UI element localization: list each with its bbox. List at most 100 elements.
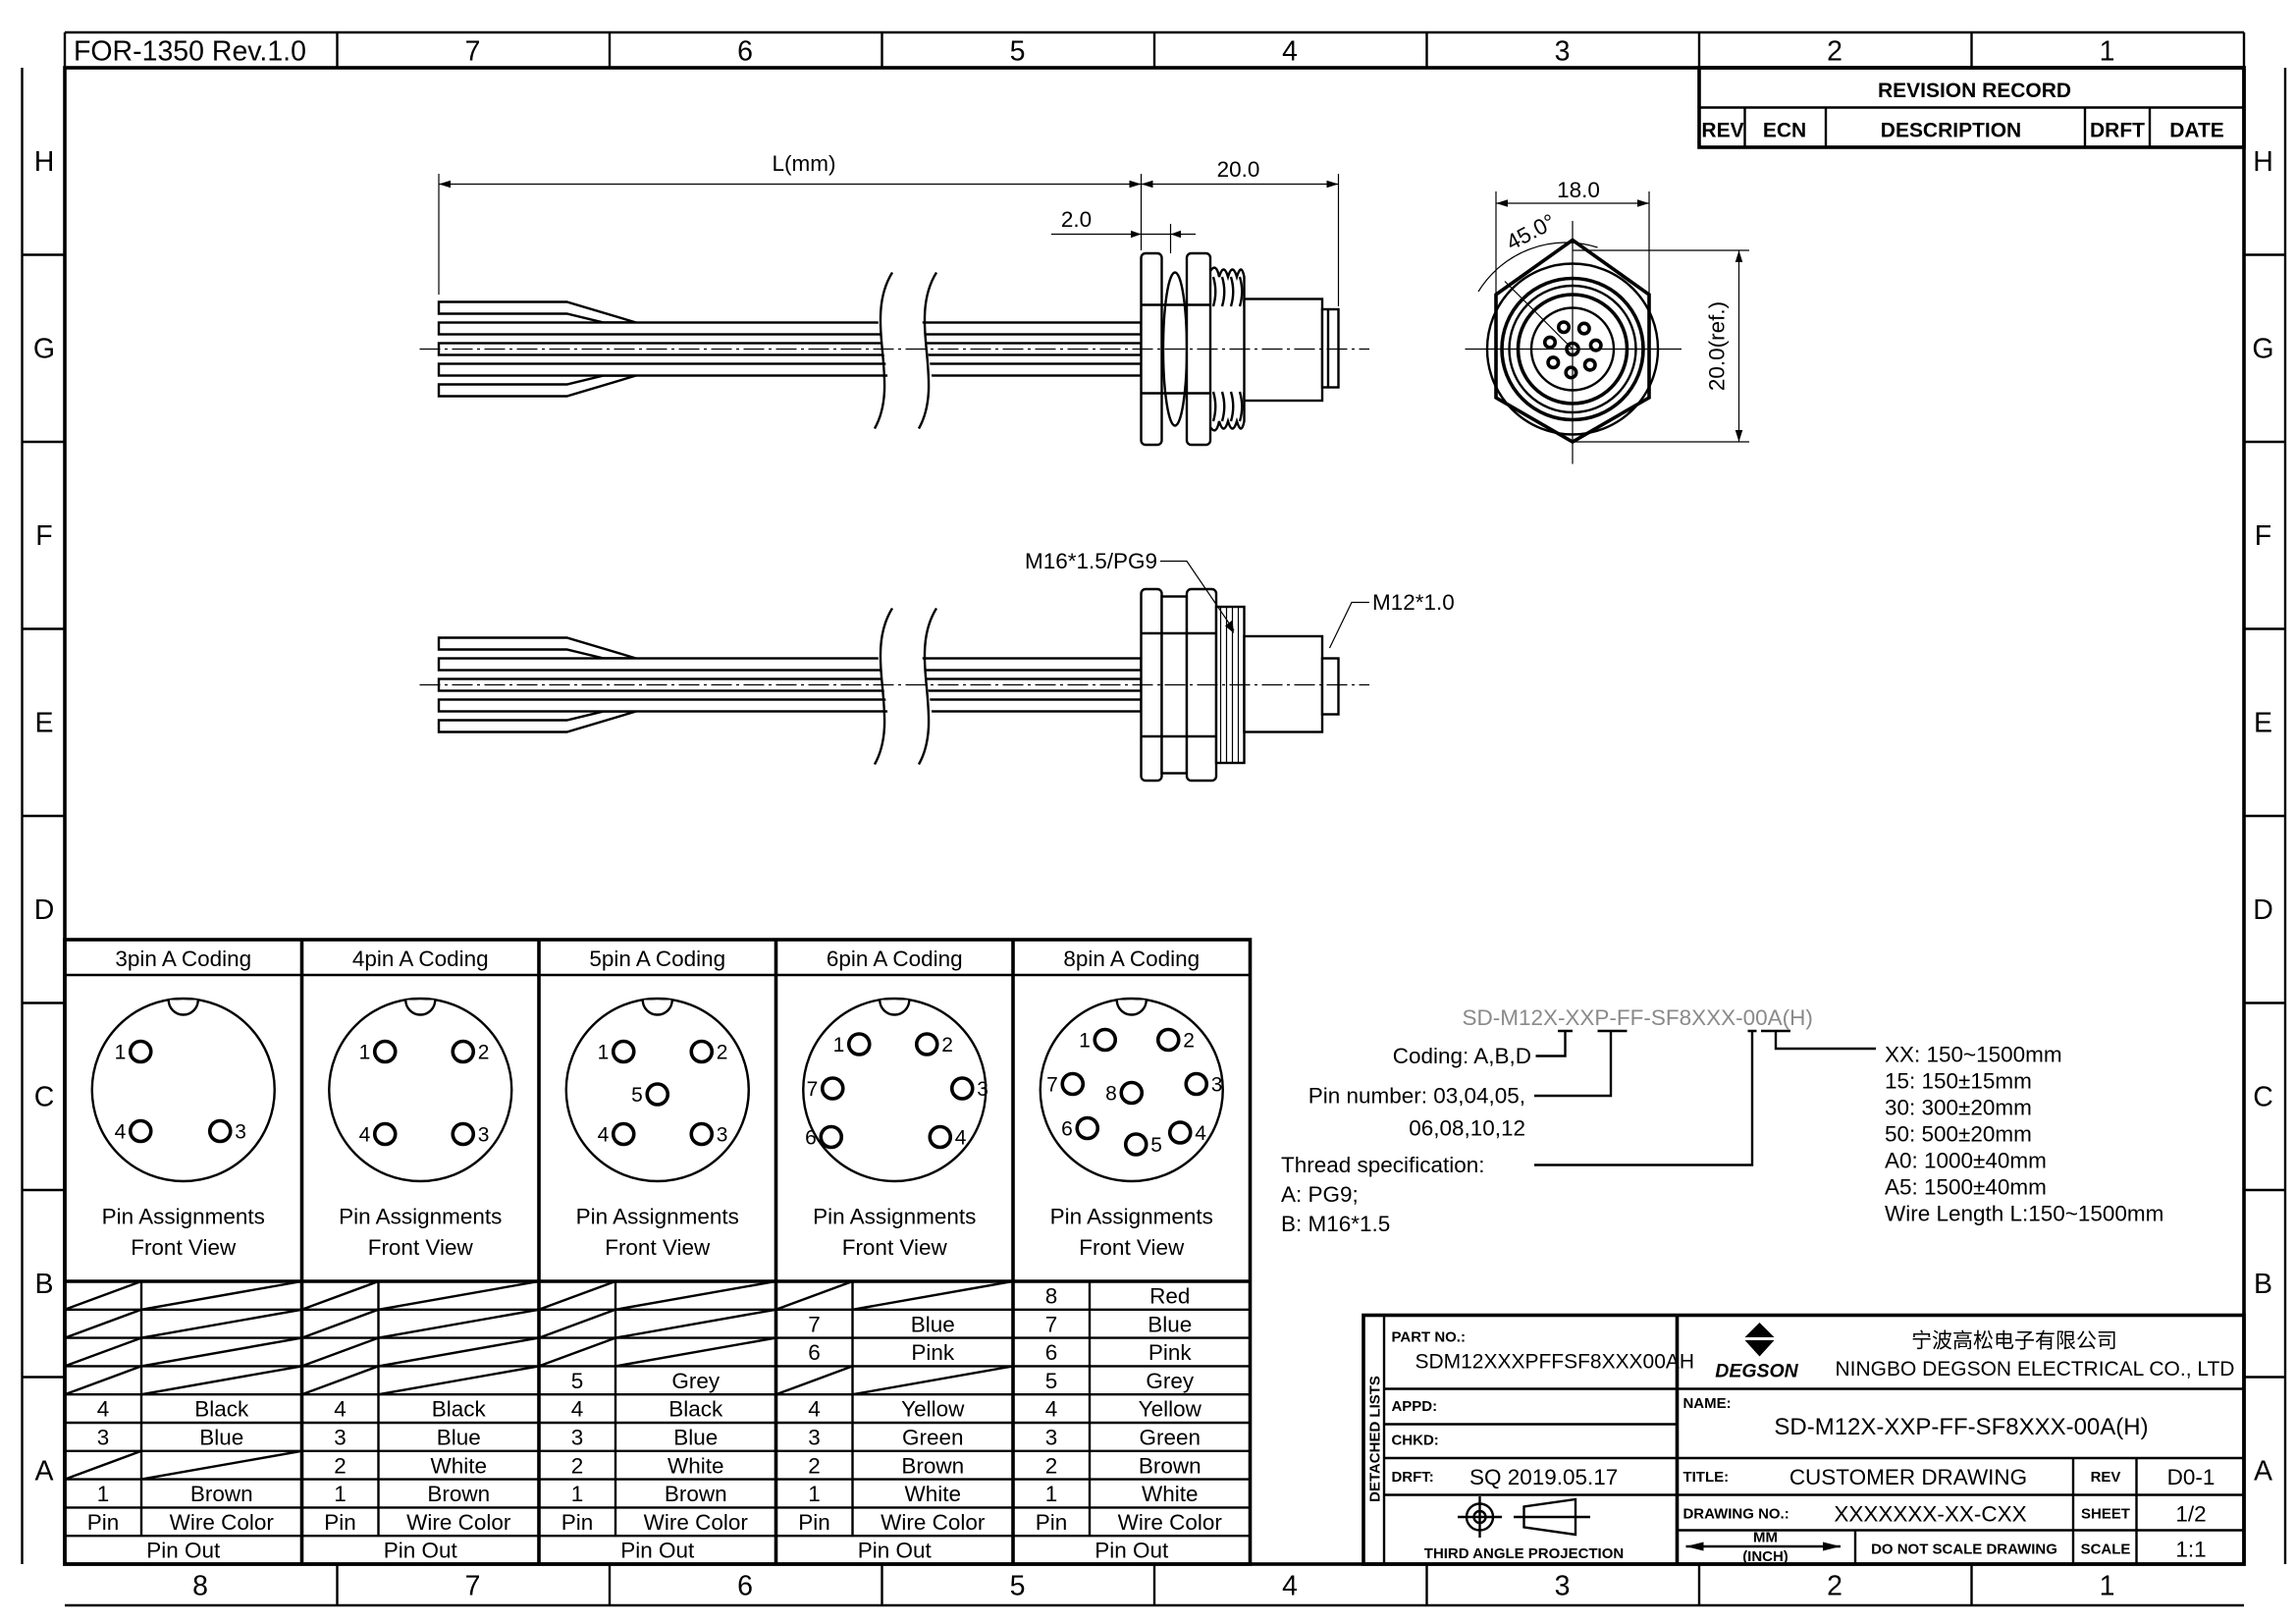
pin-assignments-caption: Pin Assignments: [102, 1204, 265, 1228]
pin-out-wire-color: Green: [1140, 1425, 1201, 1449]
connector-face: [802, 997, 988, 1183]
dimension-flange-label: 2.0: [1061, 207, 1092, 232]
pin-number-label: 1: [115, 1041, 127, 1063]
pin-out-pin: 6: [808, 1340, 821, 1365]
pin-number-label: 4: [1195, 1122, 1206, 1145]
rev-label: REV: [2091, 1469, 2121, 1486]
rev-value: D0-1: [2167, 1465, 2216, 1489]
empty-cell-slash: [378, 1308, 540, 1339]
thread-spec-label: Thread specification:: [1281, 1153, 1484, 1177]
front-view: 18.0 20.0(ref.) 45.0°: [1465, 178, 1750, 464]
empty-cell-slash: [775, 1279, 853, 1311]
length-option: 30: 300±20mm: [1885, 1095, 2032, 1119]
pin-out-pin: 7: [808, 1312, 821, 1336]
form-id: FOR-1350 Rev.1.0: [74, 35, 306, 67]
zone-column-label: 7: [465, 1570, 481, 1601]
part-code-legend: SD-M12X-XXP-FF-SF8XXX-00A(H) Coding: A,B…: [1281, 1005, 2163, 1236]
length-option: XX: 150~1500mm: [1885, 1042, 2062, 1066]
wire-bundle-top: [437, 271, 1143, 430]
appd-label: APPD:: [1392, 1398, 1438, 1415]
pin-number-label: 3: [478, 1123, 490, 1146]
empty-cell-slash: [64, 1365, 142, 1396]
pin-out-pin: 4: [97, 1397, 110, 1422]
pin-table-title: 3pin A Coding: [115, 947, 251, 971]
pin-assignments-caption: Pin Assignments: [813, 1204, 976, 1228]
pin-contact: [1546, 355, 1561, 370]
zone-row-label: F: [2255, 520, 2271, 552]
pin-out-pin: 5: [1045, 1369, 1058, 1393]
pin-out-pin: 4: [1045, 1397, 1058, 1422]
pin-out-header: Pin Out: [858, 1539, 933, 1563]
pin-out-wire-color: Brown: [665, 1482, 727, 1506]
wire-color-header: Wire Color: [406, 1510, 511, 1535]
pin-contact: [1075, 1115, 1100, 1141]
zone-row-label: F: [35, 520, 52, 552]
pin-contact: [846, 1032, 872, 1056]
svg-text:DEGSON: DEGSON: [1715, 1360, 1798, 1381]
pin-contact: [128, 1039, 153, 1064]
pin-out-pin: 7: [1045, 1312, 1058, 1336]
pin-out-header: Pin Out: [620, 1539, 695, 1563]
wire-break: [877, 275, 934, 426]
pin-header: Pin: [1036, 1510, 1068, 1535]
pin-out-pin: 1: [808, 1482, 821, 1506]
empty-cell-slash: [378, 1336, 540, 1368]
pin-out-pin: 1: [334, 1482, 347, 1506]
pin-out-pin: 1: [571, 1482, 584, 1506]
pin-out-pin: 3: [97, 1425, 110, 1449]
pin-contact: [819, 1124, 844, 1150]
front-view-caption: Front View: [605, 1235, 711, 1260]
pin-out-header: Pin Out: [1095, 1539, 1169, 1563]
pin-table-border: [63, 938, 1253, 1566]
pin-out-wire-color: Black: [194, 1397, 249, 1422]
empty-cell-slash: [538, 1279, 616, 1311]
side-view-bottom: M16*1.5/PG9 M12*1.0: [419, 549, 1455, 783]
pin-number-label: 1: [1079, 1029, 1091, 1052]
break-line: [917, 607, 938, 766]
empty-cell-slash: [852, 1279, 1014, 1311]
zone-row-label: D: [34, 894, 55, 926]
pin-out-wire-color: Blue: [1148, 1312, 1192, 1336]
unit-mm: MM: [1753, 1529, 1778, 1545]
pin-out-wire-color: White: [431, 1453, 487, 1478]
pin-contact: [689, 1121, 715, 1147]
coding-key-notch: [404, 1000, 437, 1016]
drft-label: DRFT:: [1392, 1469, 1434, 1486]
break-line: [917, 271, 938, 430]
wire: [437, 710, 637, 733]
zone-column-label: 4: [1282, 35, 1298, 67]
revision-header-description: DESCRIPTION: [1881, 119, 2021, 141]
revision-record-title: REVISION RECORD: [1878, 80, 2071, 102]
company-name-cn: 宁波高松电子有限公司: [1911, 1329, 2117, 1352]
pin-contact: [372, 1121, 398, 1147]
pin-contact: [1060, 1071, 1086, 1097]
empty-cell-slash: [140, 1336, 302, 1368]
pin-number-label: 2: [941, 1034, 953, 1056]
empty-cell-slash: [378, 1279, 540, 1311]
drawing-title: CUSTOMER DRAWING: [1789, 1465, 2027, 1489]
pin-out-wire-color: Brown: [427, 1482, 490, 1506]
pin-number-label: 4: [115, 1120, 127, 1143]
empty-cell-slash: [538, 1336, 616, 1368]
third-angle-projection-symbol: [1458, 1495, 1591, 1538]
wire: [437, 698, 1143, 713]
pin-out-wire-color: White: [905, 1482, 961, 1506]
do-not-scale-label: DO NOT SCALE DRAWING: [1871, 1541, 2057, 1557]
wire: [437, 362, 1143, 377]
pin-out-pin: 3: [1045, 1425, 1058, 1449]
pin-contact: [1542, 335, 1558, 350]
drawing-name: SD-M12X-XXP-FF-SF8XXX-00A(H): [1774, 1414, 2148, 1440]
thread-front-label: M12*1.0: [1372, 590, 1455, 615]
empty-cell-slash: [140, 1449, 302, 1481]
pin-contact: [1123, 1132, 1148, 1157]
length-option: A5: 1500±40mm: [1885, 1174, 2047, 1199]
zone-row-label: G: [33, 333, 55, 364]
empty-cell-slash: [538, 1308, 616, 1339]
pin-out-pin: 3: [334, 1425, 347, 1449]
zone-row-label: C: [2253, 1081, 2273, 1112]
pin-contact: [1093, 1027, 1118, 1053]
pin-out-pin: 4: [571, 1397, 584, 1422]
